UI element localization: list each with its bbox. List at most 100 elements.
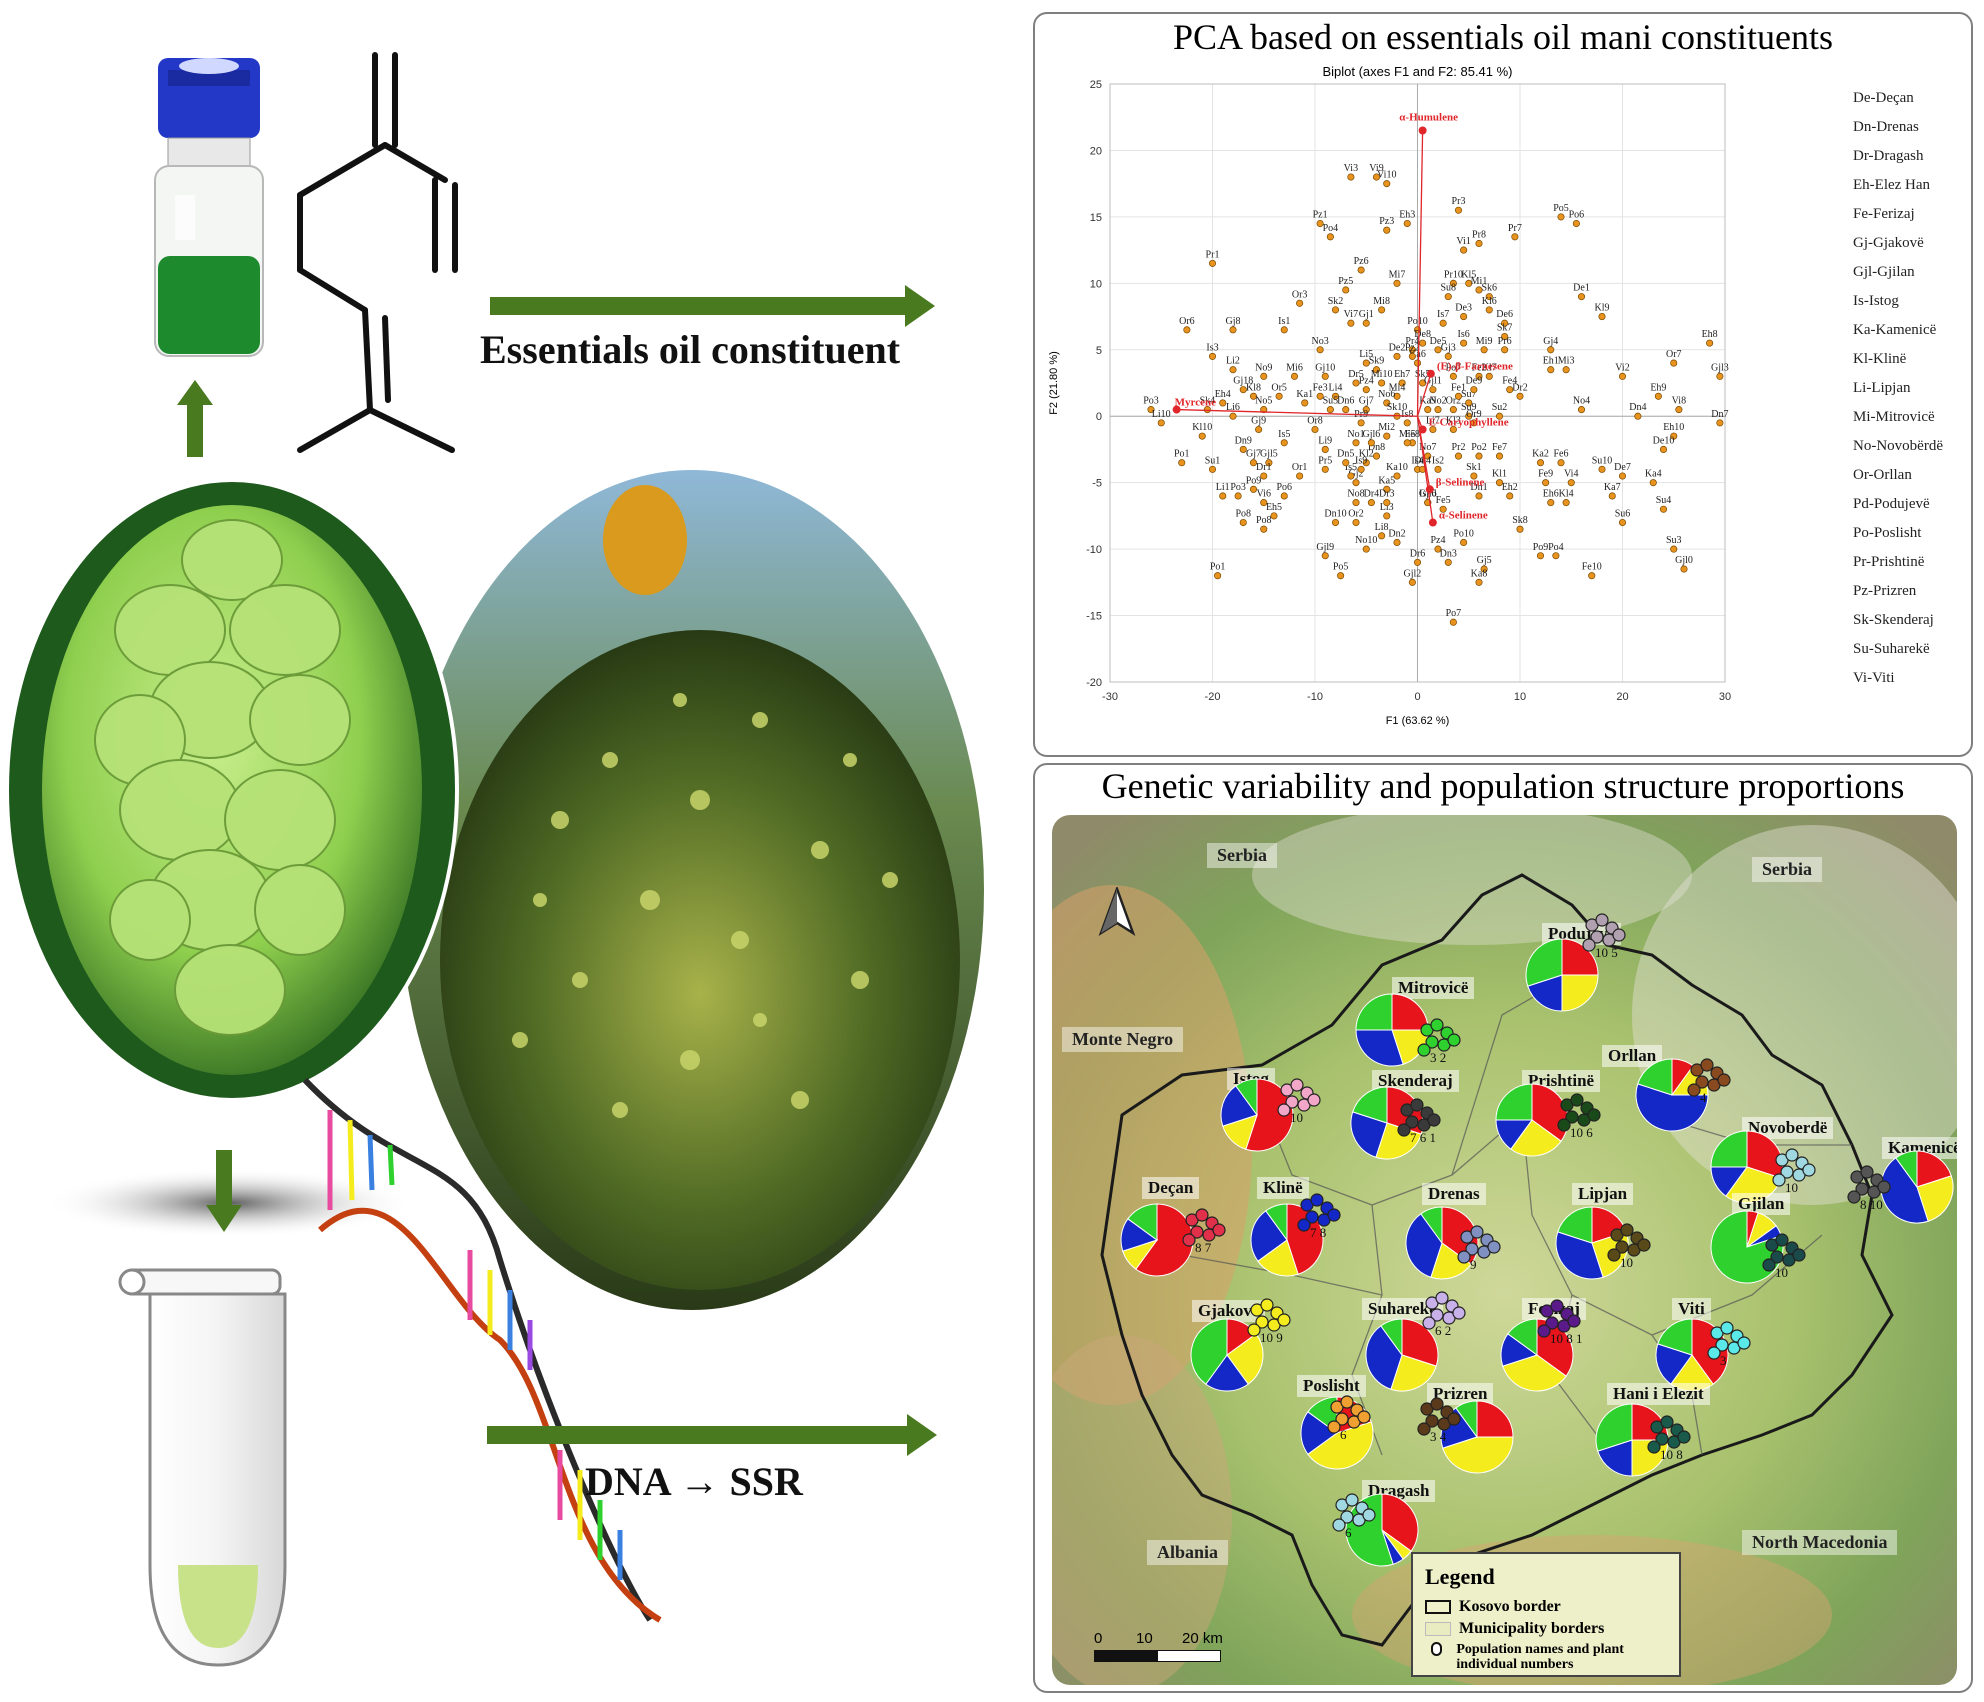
pca-point: Pr10 xyxy=(1444,269,1463,287)
population-structure-pie[interactable] xyxy=(1879,1149,1955,1225)
pca-point-label: Gj9 xyxy=(1251,416,1266,427)
pca-point: Su10 xyxy=(1592,455,1612,473)
pca-point: No1 xyxy=(1347,429,1365,447)
pca-point: Gjl1 xyxy=(1424,376,1442,394)
population-structure-pie[interactable] xyxy=(1119,1202,1195,1278)
pca-point: Po2 xyxy=(1471,442,1487,460)
population-structure-pie[interactable] xyxy=(1364,1317,1440,1393)
pca-point-label: Ka2 xyxy=(1532,449,1549,460)
pca-point-label: Po6 xyxy=(1276,482,1292,493)
pca-point-marker xyxy=(1372,366,1381,374)
pca-point: Gjl9 xyxy=(1316,542,1334,560)
pie-slice xyxy=(1405,1213,1443,1278)
sample-dot xyxy=(1430,1397,1444,1411)
dna-helix-icon xyxy=(302,1077,662,1623)
population-sample-dots: 3 4 xyxy=(1417,1397,1461,1444)
pca-point-marker xyxy=(1367,499,1375,507)
pca-point-label: Fe9 xyxy=(1538,469,1553,480)
pie-slice xyxy=(1657,1318,1693,1356)
pca-point-label: Po5 xyxy=(1553,203,1569,214)
pca-point: Is2 xyxy=(1432,455,1444,473)
pca-point: Pr7 xyxy=(1508,223,1522,241)
pca-point-label: Su2 xyxy=(1492,402,1508,413)
pca-point-marker xyxy=(1403,219,1411,228)
pca-point-marker xyxy=(1393,538,1401,547)
pca-legend-item: Vi-Viti xyxy=(1853,670,1895,686)
pca-point-marker xyxy=(1449,372,1457,380)
pca-point: Mi3 xyxy=(1558,356,1574,374)
pca-point-marker xyxy=(1495,479,1504,487)
sample-dot xyxy=(1557,1118,1571,1132)
pca-point: Po4 xyxy=(1323,223,1338,241)
pca-point-marker xyxy=(1208,465,1217,473)
municipality-label-viti: Viti xyxy=(1672,1298,1711,1320)
pca-point-label: No6 xyxy=(1378,389,1395,400)
population-structure-pie[interactable] xyxy=(1354,992,1430,1068)
pca-point-label: Ka6 xyxy=(1409,349,1426,360)
pca-point: Po3 xyxy=(1230,482,1246,500)
pca-point: De2 xyxy=(1389,342,1405,360)
sample-dot xyxy=(1792,1248,1806,1262)
sample-dot xyxy=(1687,1083,1701,1097)
pca-point-marker xyxy=(1316,392,1324,400)
pca-point-label: Li9 xyxy=(1318,435,1332,446)
x-tick-label: -30 xyxy=(1102,691,1118,703)
pca-point-label: Or2 xyxy=(1446,396,1462,407)
sample-dot xyxy=(1762,1258,1776,1272)
pca-point-label: Is4 xyxy=(1411,455,1423,466)
pca-point: De9 xyxy=(1466,376,1482,394)
pca-point-marker xyxy=(1475,239,1483,248)
pie-slice xyxy=(1380,1318,1403,1357)
pie-slice xyxy=(1635,1083,1709,1132)
pca-point: Po1 xyxy=(1210,562,1225,580)
pca-point: Dn2 xyxy=(1388,528,1406,547)
population-sample-dots: 10 9 xyxy=(1247,1298,1291,1345)
pca-point-label: Po3 xyxy=(1143,396,1159,407)
population-structure-pie[interactable] xyxy=(1219,1077,1295,1153)
pca-point: Gj2 xyxy=(1349,469,1364,487)
pca-point: Po3 xyxy=(1143,396,1159,414)
pca-point: Or1 xyxy=(1292,462,1307,480)
pca-point: Pr6 xyxy=(1498,336,1512,354)
pca-point-marker xyxy=(1357,465,1365,473)
pca-loading-vector: α-Selinene xyxy=(1416,416,1488,527)
pca-point-marker xyxy=(1249,459,1258,467)
pca-point: Pr8 xyxy=(1472,229,1486,248)
pca-point-label: Po3 xyxy=(1230,482,1246,493)
pca-point-marker xyxy=(1296,299,1304,307)
pie-slice xyxy=(1502,1354,1567,1392)
pca-point-marker xyxy=(1649,479,1657,487)
pca-point-label: Gj2 xyxy=(1349,469,1364,480)
pca-point: Fe4 xyxy=(1502,376,1517,394)
pca-point-marker xyxy=(1475,578,1483,586)
pie-slice xyxy=(1127,1203,1158,1241)
population-structure-pie[interactable] xyxy=(1494,1082,1570,1158)
country-label-serbia: Serbia xyxy=(1752,857,1823,882)
population-sample-dots: 4 xyxy=(1687,1058,1731,1105)
population-sample-dots: 7 8 xyxy=(1297,1193,1341,1240)
pca-point: Po4 xyxy=(1548,542,1564,560)
pca-point: Po6 xyxy=(1569,210,1584,228)
pca-point-marker xyxy=(1485,293,1493,301)
pie-slice xyxy=(1557,1206,1593,1244)
sample-dot xyxy=(1277,1313,1291,1327)
population-structure-pie[interactable] xyxy=(1344,1492,1420,1568)
pca-point-marker xyxy=(1567,479,1575,487)
pca-point-marker xyxy=(1460,339,1468,347)
pca-loading-vector: α-Humulene xyxy=(1399,112,1458,417)
pca-point-label: Gjl1 xyxy=(1424,376,1442,387)
pie-slice xyxy=(1190,1318,1228,1385)
pca-point-label: Dn1 xyxy=(1470,482,1487,493)
sample-dot xyxy=(1255,1315,1269,1329)
pca-point-label: No8 xyxy=(1347,489,1364,500)
sample-dot xyxy=(1720,1321,1734,1335)
pca-point-marker xyxy=(1383,399,1391,407)
pca-point-label: Po8 xyxy=(1256,515,1272,526)
pca-point-label: Li3 xyxy=(1380,502,1394,513)
pca-point-marker xyxy=(1608,492,1616,500)
population-structure-pie[interactable] xyxy=(1249,1202,1325,1278)
pca-loading-vector: E-Caryophyllene xyxy=(1416,415,1509,434)
pca-point-label: Po9 xyxy=(1246,475,1262,486)
pca-point: Vi10 xyxy=(1377,170,1396,188)
